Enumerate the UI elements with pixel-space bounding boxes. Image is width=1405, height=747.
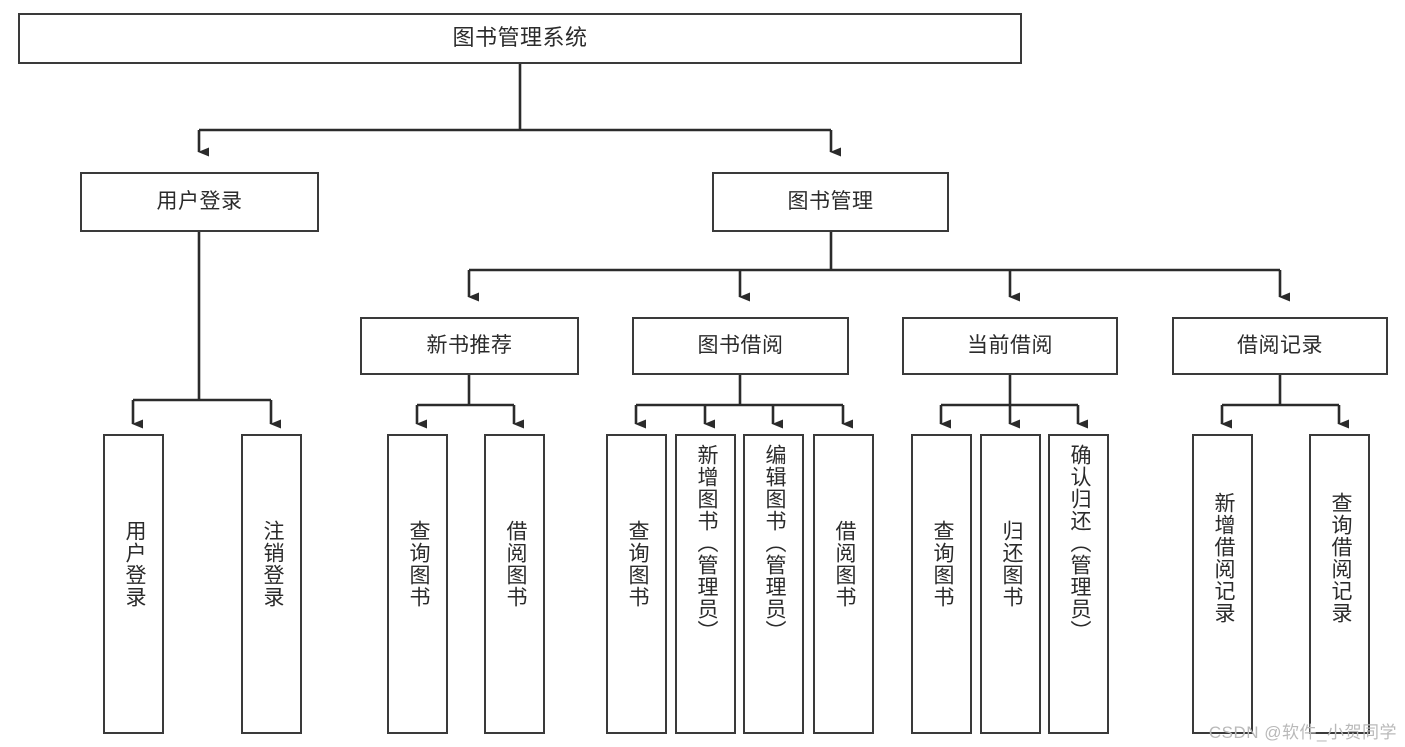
leaf-current-borrow-query-books[interactable]: 查询图书 <box>911 434 972 734</box>
leaf-new-book-query-books[interactable]: 查询图书 <box>387 434 448 734</box>
leaf-label: 查询图书 <box>930 520 954 608</box>
leaf-book-borrow-query-books[interactable]: 查询图书 <box>606 434 667 734</box>
node-root-book-management-system[interactable]: 图书管理系统 <box>18 13 1022 64</box>
node-user-login-label: 用户登录 <box>156 190 243 214</box>
leaf-label: 借阅图书 <box>832 520 856 608</box>
leaf-current-borrow-return-books[interactable]: 归还图书 <box>980 434 1041 734</box>
node-root-label: 图书管理系统 <box>452 25 588 51</box>
leaf-label: 确认归还（管理员） <box>1067 444 1091 642</box>
leaf-current-borrow-confirm-return-admin[interactable]: 确认归还（管理员） <box>1048 434 1109 734</box>
leaf-book-borrow-add-book-admin[interactable]: 新增图书（管理员） <box>675 434 736 734</box>
node-new-book-recommend[interactable]: 新书推荐 <box>360 317 579 375</box>
leaf-label: 新增借阅记录 <box>1211 492 1235 624</box>
leaf-book-borrow-edit-book-admin[interactable]: 编辑图书（管理员） <box>743 434 804 734</box>
leaf-label: 新增图书（管理员） <box>694 444 718 642</box>
leaf-user-login-login[interactable]: 用户登录 <box>103 434 164 734</box>
leaf-label: 查询图书 <box>625 520 649 608</box>
node-current-borrow[interactable]: 当前借阅 <box>902 317 1118 375</box>
leaf-label: 编辑图书（管理员） <box>762 444 786 642</box>
node-borrow-record[interactable]: 借阅记录 <box>1172 317 1388 375</box>
node-book-borrow[interactable]: 图书借阅 <box>632 317 849 375</box>
leaf-new-book-borrow-books[interactable]: 借阅图书 <box>484 434 545 734</box>
node-new-book-recommend-label: 新书推荐 <box>426 334 513 358</box>
leaf-label: 注销登录 <box>260 520 284 608</box>
leaf-label: 用户登录 <box>122 520 146 608</box>
leaf-label: 归还图书 <box>999 520 1023 608</box>
leaf-label: 查询图书 <box>406 520 430 608</box>
leaf-book-borrow-borrow-books[interactable]: 借阅图书 <box>813 434 874 734</box>
node-book-management[interactable]: 图书管理 <box>712 172 949 232</box>
leaf-label: 查询借阅记录 <box>1328 492 1352 624</box>
leaf-borrow-record-add-record[interactable]: 新增借阅记录 <box>1192 434 1253 734</box>
node-book-management-label: 图书管理 <box>787 190 874 214</box>
leaf-borrow-record-query-record[interactable]: 查询借阅记录 <box>1309 434 1370 734</box>
node-borrow-record-label: 借阅记录 <box>1237 334 1323 358</box>
leaf-label: 借阅图书 <box>503 520 527 608</box>
csdn-watermark: CSDN @软件_小贺同学 <box>1208 723 1397 742</box>
leaf-user-login-logout[interactable]: 注销登录 <box>241 434 302 734</box>
node-current-borrow-label: 当前借阅 <box>967 334 1053 358</box>
node-book-borrow-label: 图书借阅 <box>697 334 784 358</box>
node-user-login[interactable]: 用户登录 <box>80 172 319 232</box>
